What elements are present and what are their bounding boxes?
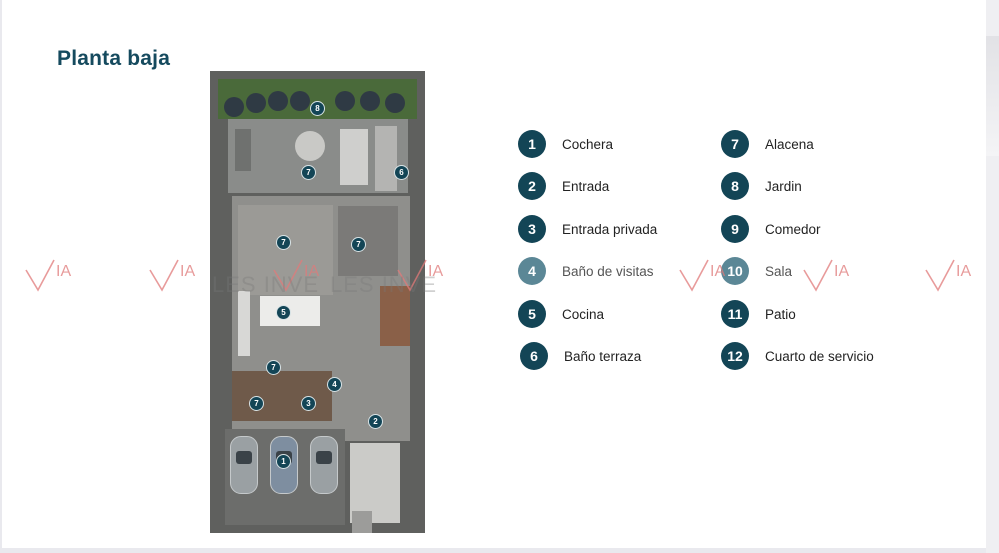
legend-item: 7 Alacena	[721, 130, 814, 158]
plan-badge: 6	[394, 165, 409, 180]
legend-number: 12	[721, 342, 749, 370]
legend-label: Alacena	[765, 136, 814, 152]
terrace-counter	[340, 129, 368, 185]
floor-plan: 8 7 6 7 7 5 7 4 7 3 2 1	[210, 71, 425, 533]
legend-number: 6	[520, 342, 548, 370]
terrace-sofa	[235, 129, 251, 171]
garden-tree	[385, 93, 405, 113]
wood-deck	[380, 286, 410, 346]
legend-item: 4 Baño de visitas	[518, 257, 654, 285]
plan-badge: 2	[368, 414, 383, 429]
legend-label: Cuarto de servicio	[765, 348, 874, 364]
legend-number: 5	[518, 300, 546, 328]
legend-number: 11	[721, 300, 749, 328]
legend-number: 3	[518, 215, 546, 243]
legend-number: 2	[518, 172, 546, 200]
legend-item: 11 Patio	[721, 300, 796, 328]
legend-number: 1	[518, 130, 546, 158]
legend-label: Baño terraza	[564, 348, 642, 364]
plan-badge: 7	[249, 396, 264, 411]
legend-label: Sala	[765, 263, 793, 279]
garden-tree	[335, 91, 355, 111]
garden-tree	[360, 91, 380, 111]
legend-number: 8	[721, 172, 749, 200]
watermark-logo-text: IA	[428, 263, 443, 280]
plan-badge: 3	[301, 396, 316, 411]
legend-label: Entrada	[562, 178, 610, 194]
legend-item: 9 Comedor	[721, 215, 821, 243]
legend-number: 4	[518, 257, 546, 285]
legend-label: Comedor	[765, 221, 821, 237]
watermark-logo-text: IA	[834, 263, 849, 280]
plan-badge: 8	[310, 101, 325, 116]
terrace-bathroom	[375, 126, 397, 191]
legend-number: 9	[721, 215, 749, 243]
plan-badge: 7	[301, 165, 316, 180]
legend-item: 12 Cuarto de servicio	[721, 342, 874, 370]
legend-item: 5 Cocina	[518, 300, 604, 328]
legend-item: 6 Baño terraza	[520, 342, 641, 370]
plan-badge: 7	[351, 237, 366, 252]
watermark-logo-text: IA	[956, 263, 971, 280]
entrance-path	[350, 443, 400, 523]
legend-label: Baño de visitas	[562, 263, 654, 279]
legend-label: Cochera	[562, 136, 614, 152]
legend-number: 10	[721, 257, 749, 285]
garden-tree	[224, 97, 244, 117]
car	[310, 436, 338, 494]
legend-item: 3 Entrada privada	[518, 215, 657, 243]
plan-badge: 4	[327, 377, 342, 392]
legend-item: 8 Jardin	[721, 172, 802, 200]
legend-label: Jardin	[765, 178, 802, 194]
legend-label: Cocina	[562, 306, 605, 322]
kitchen-counter	[238, 291, 250, 356]
slide: Planta baja 8 7	[2, 0, 986, 548]
legend-label: Entrada privada	[562, 221, 658, 237]
plan-badge: 5	[276, 305, 291, 320]
plan-badge: 7	[266, 360, 281, 375]
watermark-logo: IA	[25, 259, 71, 292]
garden-tree	[246, 93, 266, 113]
legend-item: 2 Entrada	[518, 172, 609, 200]
plan-badge: 7	[276, 235, 291, 250]
watermark-logo-text: IA	[56, 263, 71, 280]
page-edge	[986, 0, 999, 553]
watermark-logo-text: IA	[180, 263, 195, 280]
watermark-logo: IA	[803, 259, 849, 292]
watermark-logo: IA	[925, 259, 971, 292]
garden-tree	[268, 91, 288, 111]
page-title: Planta baja	[57, 47, 171, 70]
legend-number: 7	[721, 130, 749, 158]
watermark: IA IA IA IA IA IA IA LES INVE LES INVE	[2, 256, 986, 297]
garden-tree	[290, 91, 310, 111]
watermark-logo: IA	[149, 259, 195, 292]
car	[230, 436, 258, 494]
page-edge-shade	[986, 36, 999, 156]
legend-item: 1 Cochera	[518, 130, 613, 158]
entrance-walk	[352, 511, 372, 533]
plan-badge: 1	[276, 454, 291, 469]
living-sofa	[338, 206, 398, 276]
legend-label: Patio	[765, 306, 796, 322]
legend-item: 10 Sala	[721, 257, 792, 285]
service-area	[232, 371, 332, 421]
terrace-table	[295, 131, 325, 161]
living-area	[238, 205, 333, 295]
